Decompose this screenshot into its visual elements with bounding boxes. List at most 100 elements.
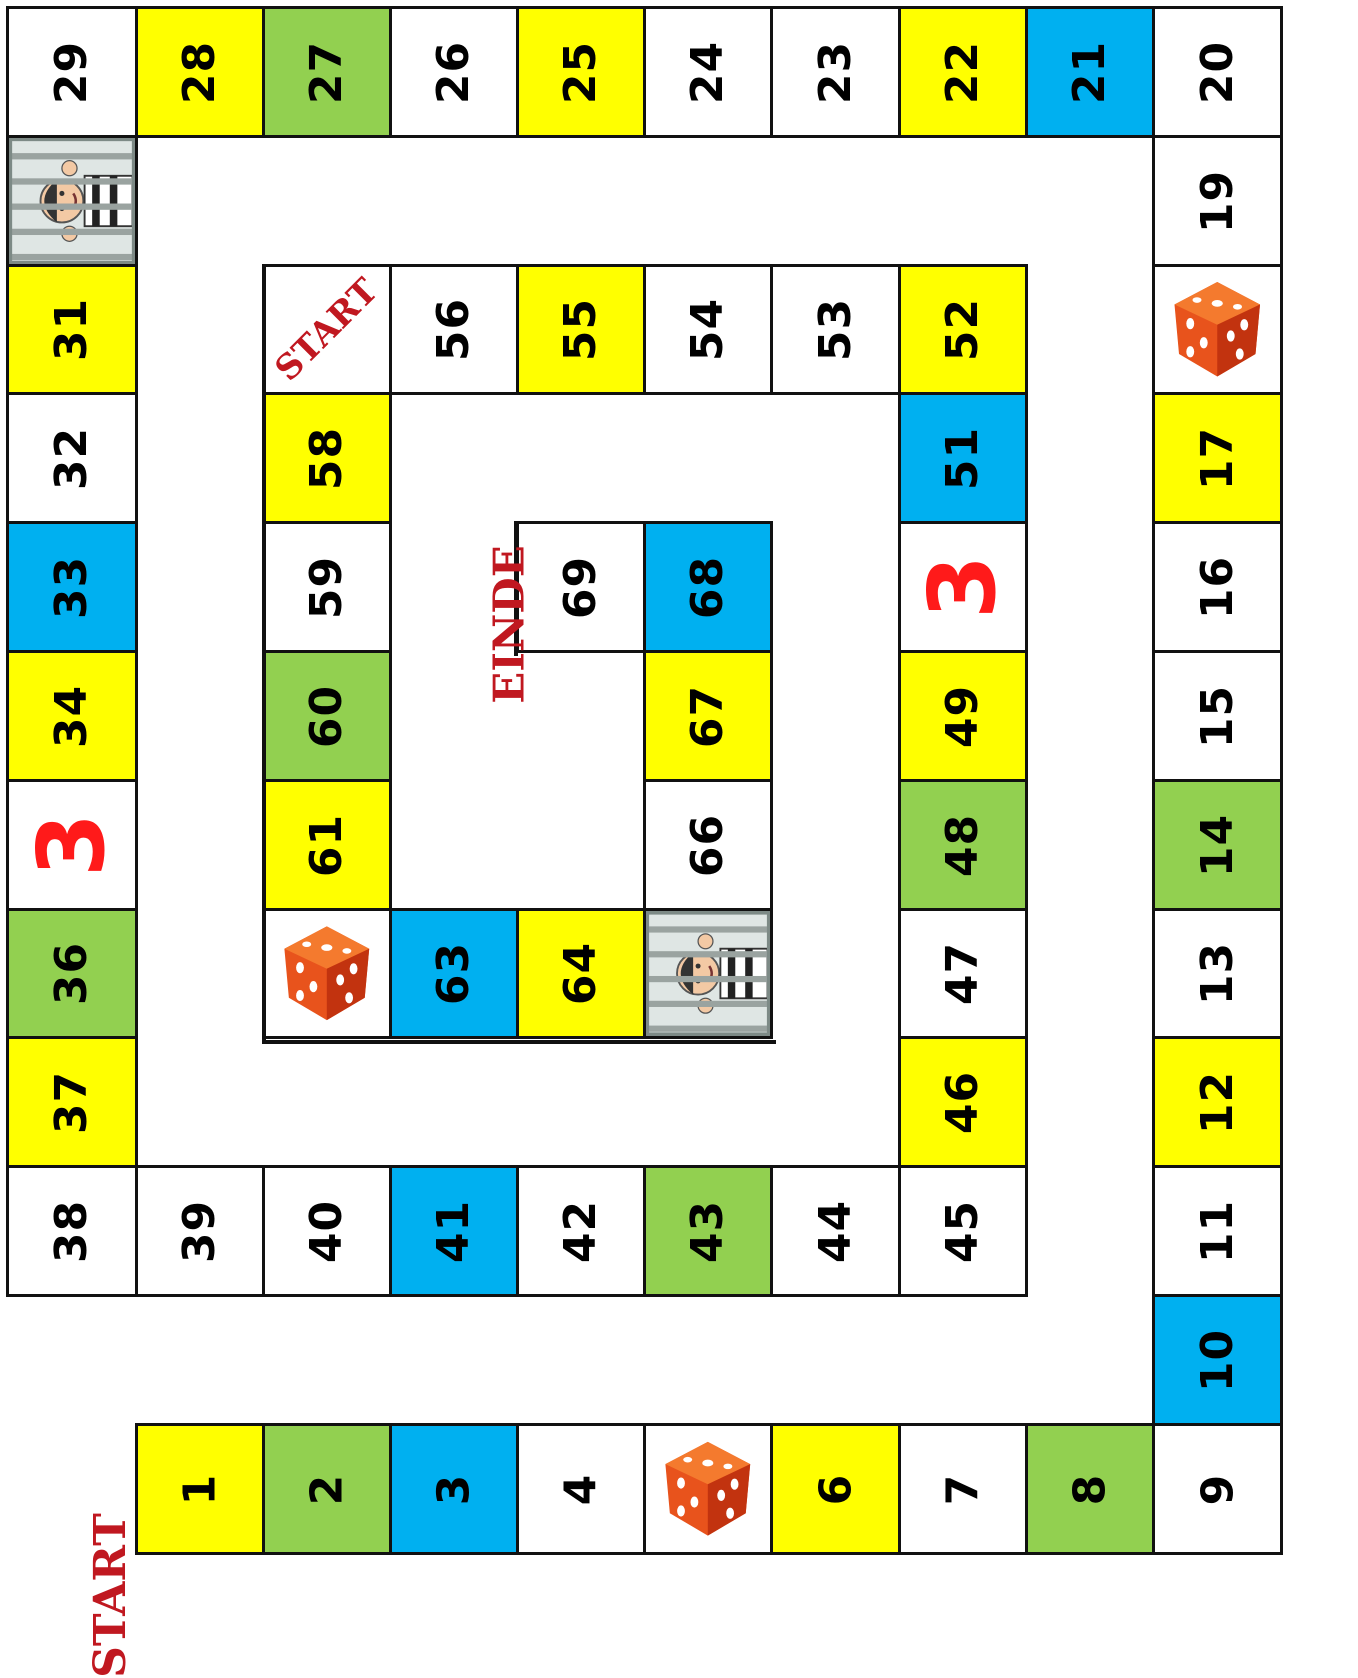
square-number: 63 [428,942,479,1005]
square-number: 46 [937,1070,988,1133]
board-square: 40 [262,1165,392,1297]
square-number: 44 [810,1199,861,1262]
square-number: 28 [174,40,225,103]
square-number: 15 [1192,684,1243,747]
square-number: 68 [682,555,733,618]
board-square: 42 [516,1165,646,1297]
square-number: 61 [301,813,352,876]
board-square: 46 [898,1036,1028,1168]
square-number: 21 [1064,40,1115,103]
board-square: 17 [1152,392,1283,524]
square-number: 37 [46,1070,97,1133]
board-square: 11 [1152,1165,1283,1297]
board-square: 68 [643,521,773,653]
square-number: 4 [556,1473,607,1505]
board-square: 47 [898,908,1028,1039]
square-number: 1 [175,1473,226,1505]
board-square: 20 [1152,6,1283,138]
board-square: 2 [262,1423,392,1555]
board-square: 37 [6,1036,138,1168]
square-number: 69 [555,555,606,618]
board-square: 8 [1025,1423,1155,1555]
board-square-dice [643,1423,773,1555]
square-number: 6 [810,1473,861,1505]
prisoner-icon [646,911,770,1036]
board-square: 31 [6,264,138,395]
square-number: 7 [938,1473,989,1505]
board-square: 55 [516,264,646,395]
square-number: 3 [429,1473,480,1505]
square-number: 40 [301,1199,352,1262]
square-number: 39 [174,1199,225,1262]
board-square: 66 [643,779,773,911]
square-number: 17 [1192,426,1243,489]
square-number: 12 [1192,1070,1243,1133]
board-square: 16 [1152,521,1283,653]
board-square: 39 [135,1165,265,1297]
square-number: 64 [555,942,606,1005]
finish-label: EINDE [485,545,534,703]
board-square-prison [6,135,138,267]
square-number: 16 [1192,555,1243,618]
square-number: 67 [682,684,733,747]
board-square: 51 [898,392,1028,524]
board-square: 7 [898,1423,1028,1555]
board-square: 59 [262,521,392,653]
square-number: 23 [810,40,861,103]
board-square: 19 [1152,135,1283,267]
square-number: 41 [428,1199,479,1262]
start-inner-label: START [268,270,386,388]
board-square: 56 [389,264,519,395]
board-square: 14 [1152,779,1283,911]
square-number: 26 [428,40,479,103]
board-square: 52 [898,264,1028,395]
square-number: 31 [46,298,97,361]
square-number: 29 [46,40,97,103]
board-square: 22 [898,6,1028,138]
square-number: 47 [937,942,988,1005]
board-square: 24 [643,6,773,138]
board-square: 15 [1152,650,1283,782]
square-number: 10 [1192,1328,1243,1391]
board-square-dice [1152,264,1283,395]
board-square: 26 [389,6,519,138]
board-square: 33 [6,521,138,653]
dice-icon [1161,273,1274,386]
square-number: 43 [682,1199,733,1262]
board-square: 45 [898,1165,1028,1297]
board-square: 21 [1025,6,1155,138]
square-number: 24 [682,40,733,103]
square-number: 48 [937,813,988,876]
square-number: 20 [1192,40,1243,103]
bonus-three-label: 3 [917,555,1009,619]
board-square-start-inner: START [262,264,392,395]
square-number: 19 [1192,169,1243,232]
board-square: 25 [516,6,646,138]
dice-icon [271,917,383,1030]
square-number: 66 [682,813,733,876]
board-square: 58 [262,392,392,524]
square-number: 32 [46,426,97,489]
board-square: 29 [6,6,138,138]
bonus-three-label: 3 [26,813,118,877]
square-number: 2 [302,1473,353,1505]
square-number: 36 [46,942,97,1005]
square-number: 56 [428,298,479,361]
board-square: 54 [643,264,773,395]
board-square: 3 [389,1423,519,1555]
square-number: 25 [555,40,606,103]
square-number: 34 [46,684,97,747]
square-number: 33 [46,555,97,618]
square-number: 60 [301,684,352,747]
board-square: 44 [770,1165,901,1297]
board-square: 27 [262,6,392,138]
square-number: 27 [301,40,352,103]
square-number: 59 [301,555,352,618]
square-number: 49 [937,684,988,747]
board-square: 43 [643,1165,773,1297]
board-square: 63 [389,908,519,1039]
board-square: 41 [389,1165,519,1297]
square-number: 9 [1192,1473,1243,1505]
board-square: 67 [643,650,773,782]
